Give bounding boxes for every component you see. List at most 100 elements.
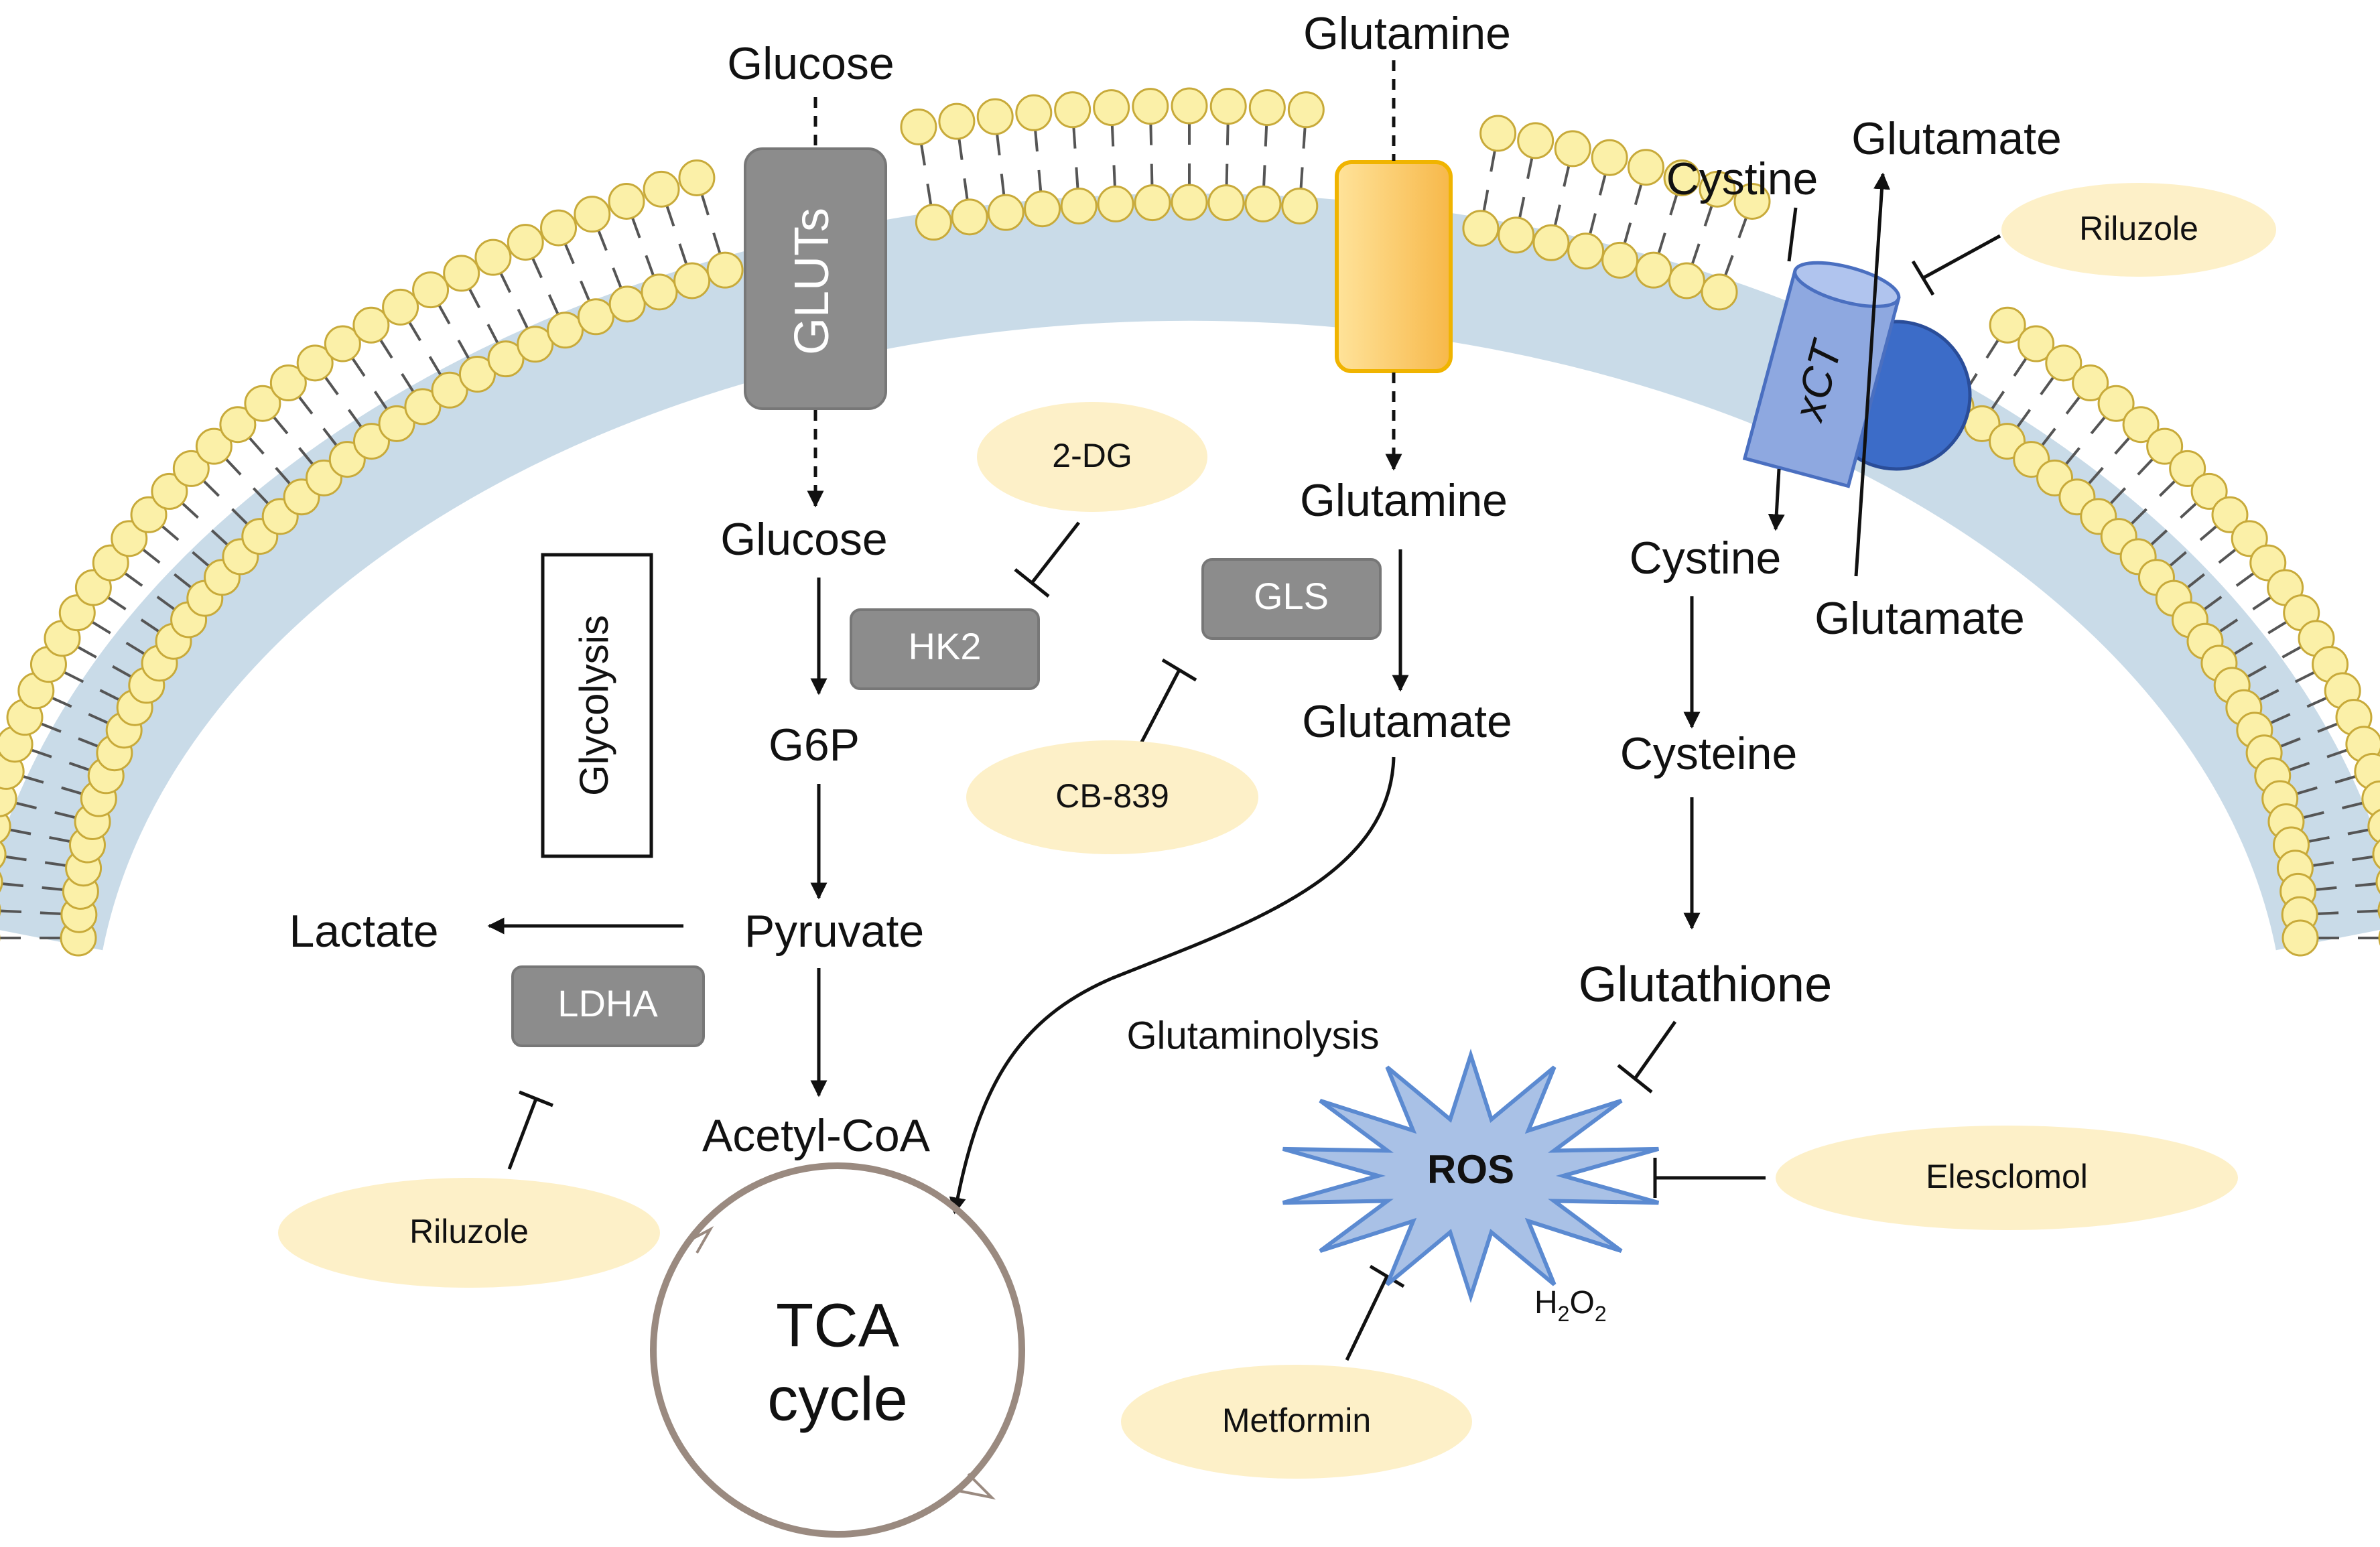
drug-cb839-label: CB-839	[1055, 777, 1169, 815]
lipid-head	[404, 388, 442, 425]
lipid-head	[517, 326, 554, 363]
glutamate-inside: Glutamate	[1302, 696, 1512, 747]
drug-riluzole-ldha: Riluzole	[278, 1178, 660, 1288]
lipid-head	[1479, 115, 1517, 152]
lipid-head	[2045, 344, 2082, 382]
gls-label: GLS	[1254, 575, 1329, 617]
lipid-head	[1015, 94, 1053, 131]
drug-2dg-label: 2-DG	[1052, 437, 1132, 474]
lipid-head	[1668, 262, 1705, 299]
h2o2-label: H2O2	[1534, 1285, 1607, 1326]
lipid-head	[382, 288, 419, 326]
lipid-head	[1281, 187, 1319, 224]
lipid-head	[608, 285, 646, 323]
tca-label-line1: TCA	[776, 1291, 900, 1359]
lipid-head	[2097, 385, 2135, 422]
lipid-head	[1663, 159, 1701, 196]
lipid-head	[1093, 89, 1130, 127]
lipid-head	[324, 325, 361, 362]
lipid-tail	[2355, 882, 2380, 888]
membrane-band	[0, 193, 2380, 951]
lipid-head	[1591, 139, 1628, 176]
lipid-head	[431, 371, 468, 409]
drug-riluzole-ldha-label: Riluzole	[409, 1213, 529, 1250]
tca-label-line2: cycle	[767, 1365, 908, 1433]
lipid-head	[706, 251, 744, 289]
lipid-head	[1171, 87, 1208, 125]
xct-transporter: xCT	[1742, 261, 1972, 488]
enzyme-hk2: HK2	[850, 608, 1040, 690]
glycolysis-label: Glycolysis	[572, 615, 616, 796]
glutamate-outside: Glutamate	[1851, 113, 2062, 164]
drug-metformin: Metformin	[1121, 1365, 1472, 1479]
lipid-head	[1054, 91, 1092, 129]
glutamine-outside: Glutamine	[1303, 8, 1511, 59]
lipid-head	[443, 255, 480, 292]
lipid-tail	[0, 854, 27, 862]
drug-cb839: CB-839	[966, 740, 1258, 854]
lipid-head	[673, 262, 711, 299]
lipid-head	[641, 273, 678, 311]
lipid-head	[1209, 88, 1247, 125]
lipid-head	[2169, 450, 2206, 487]
lipid-head	[938, 103, 976, 140]
lipid-head	[1060, 187, 1098, 224]
lipid-head	[269, 364, 307, 402]
lipid-head	[507, 224, 544, 261]
lipid-head	[1287, 91, 1325, 129]
lipid-head	[487, 340, 525, 378]
lipid-head	[678, 159, 716, 196]
glucose-outside: Glucose	[727, 38, 894, 89]
ros-starburst: ROS	[1282, 1049, 1660, 1303]
lipid-head	[130, 496, 168, 533]
h2o2-sub2: 2	[1595, 1302, 1607, 1326]
drug-elesclomol-label: Elesclomol	[1926, 1158, 2088, 1195]
lipid-head	[1097, 185, 1134, 222]
glutamine-transporter	[1335, 160, 1453, 373]
lipid-tail	[0, 909, 22, 914]
cell-membrane	[0, 87, 2380, 957]
drug-riluzole-xct: Riluzole	[2001, 183, 2276, 277]
glutathione: Glutathione	[1579, 957, 1833, 1012]
glutamate-xct-in: Glutamate	[1814, 593, 2025, 644]
lipid-head	[0, 872, 3, 892]
lipid-head	[1248, 89, 1286, 127]
lipid-head	[2122, 406, 2160, 444]
lipid-head	[1517, 122, 1555, 159]
lipid-head	[352, 423, 390, 460]
cysteine: Cysteine	[1620, 728, 1798, 779]
hk2-label: HK2	[909, 625, 982, 667]
glutaminolysis: Glutaminolysis	[1126, 1014, 1379, 1057]
lipid-head	[2072, 364, 2109, 402]
lipid-head	[1733, 182, 1771, 220]
g6p: G6P	[769, 720, 860, 770]
pyruvate: Pyruvate	[744, 906, 924, 957]
lipid-head	[2367, 809, 2380, 844]
drug-2dg: 2-DG	[977, 402, 1207, 512]
lactate: Lactate	[289, 906, 438, 957]
lipid-head	[1244, 185, 1282, 222]
lipid-head	[412, 271, 450, 309]
lipid-head	[2372, 839, 2380, 870]
lipid-head	[1627, 149, 1664, 186]
inhibition-lines	[507, 234, 2001, 1361]
lipid-head	[378, 405, 415, 442]
lipid-head	[1635, 251, 1672, 289]
lipid-head	[2282, 919, 2319, 957]
lipid-head	[1567, 232, 1605, 270]
lipid-head	[1989, 306, 2026, 344]
glucose-inside: Glucose	[720, 514, 887, 565]
lipid-head	[458, 356, 496, 393]
enzyme-gls: GLS	[1201, 558, 1382, 640]
cystine-inside: Cystine	[1630, 533, 1782, 584]
lipid-head	[915, 204, 952, 241]
lipid-head	[296, 344, 334, 382]
lipid-head	[0, 809, 11, 844]
lipid-head	[643, 170, 680, 208]
ros-label: ROS	[1427, 1147, 1514, 1192]
lipid-head	[2018, 325, 2055, 362]
lipid-head	[195, 427, 233, 465]
lipid-head	[900, 108, 937, 145]
lipid-head	[1699, 170, 1736, 208]
